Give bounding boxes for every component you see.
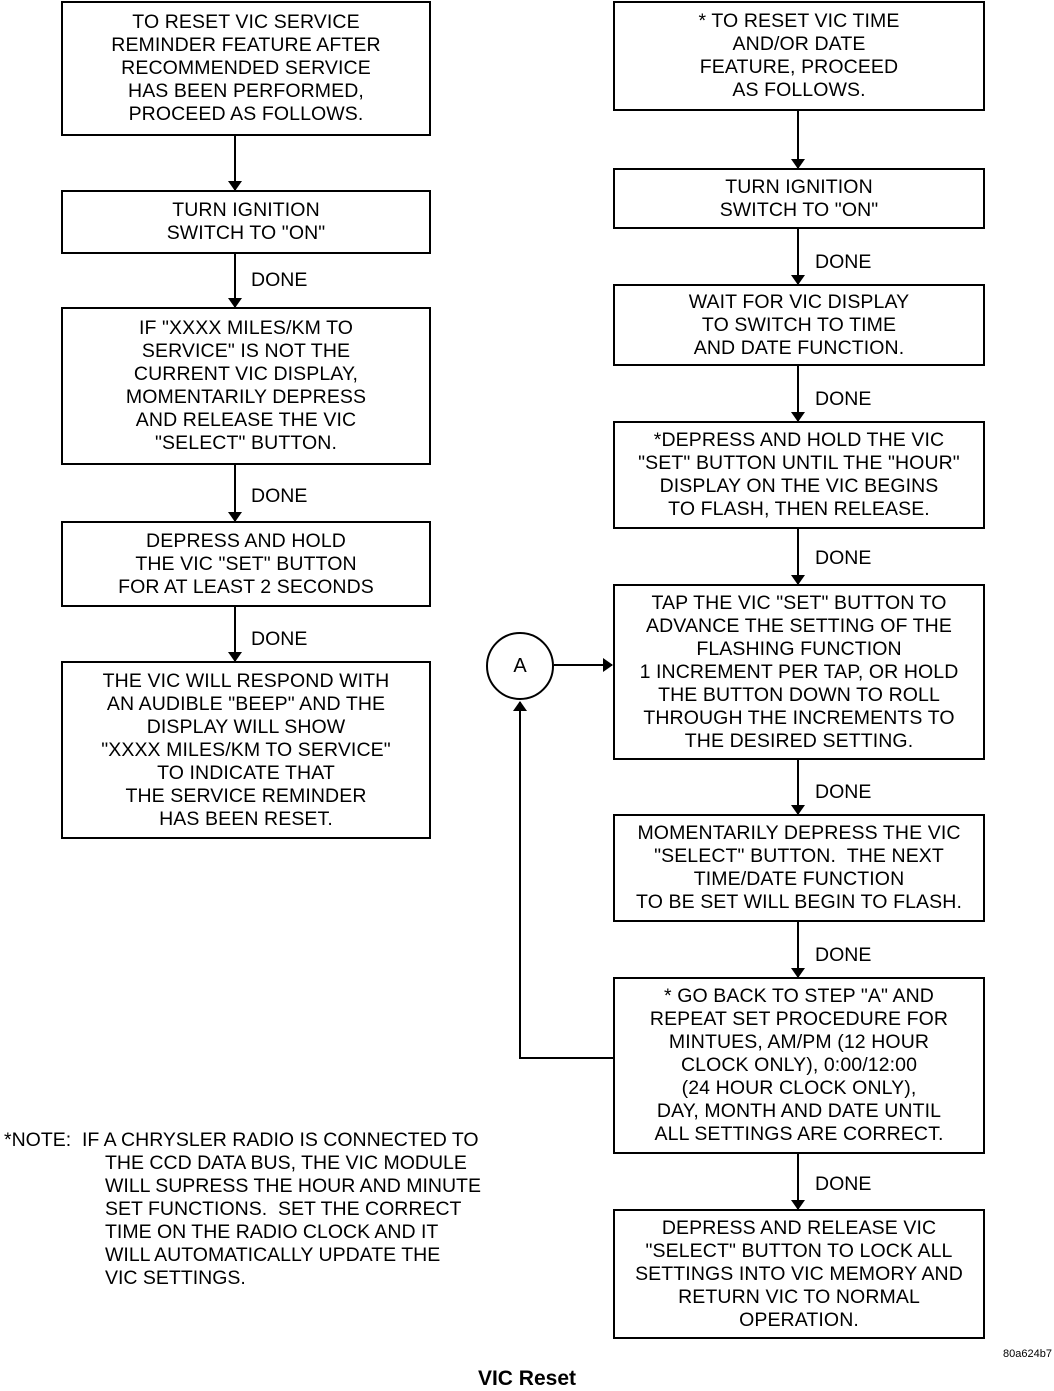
box-line: ADVANCE THE SETTING OF THE <box>646 614 952 637</box>
note-line: TIME ON THE RADIO CLOCK AND IT <box>105 1221 439 1243</box>
note-text: *NOTE: IF A CHRYSLER RADIO IS CONNECTED … <box>4 1129 524 1290</box>
figure-caption: VIC Reset <box>477 1367 577 1390</box>
done-label: DONE <box>815 1173 872 1195</box>
box-line: "XXXX MILES/KM TO SERVICE" <box>101 738 391 761</box>
box-line: MOMENTARILY DEPRESS THE VIC <box>637 822 961 844</box>
connector-a: A <box>486 632 554 700</box>
box-line: TO INDICATE THAT <box>157 761 335 784</box>
box-line: REMINDER FEATURE AFTER <box>111 34 381 56</box>
box-line: PROCEED AS FOLLOWS. <box>128 103 364 125</box>
box-line: HAS BEEN RESET. <box>159 807 333 830</box>
box-line: HAS BEEN PERFORMED, <box>128 80 364 102</box>
box-line: TURN IGNITION <box>725 175 873 198</box>
box-line: CURRENT VIC DISPLAY, <box>133 363 359 385</box>
box-line: TO RESET VIC SERVICE <box>132 11 360 33</box>
box-line: DEPRESS AND RELEASE VIC <box>661 1216 937 1239</box>
done-label: DONE <box>815 781 872 803</box>
done-label: DONE <box>251 628 308 650</box>
box-line: TIME/DATE FUNCTION <box>693 868 905 890</box>
right-step-select-next: MOMENTARILY DEPRESS THE VIC "SELECT" BUT… <box>613 814 985 922</box>
done-label: DONE <box>815 388 872 410</box>
right-step-wait-display: WAIT FOR VIC DISPLAY TO SWITCH TO TIME A… <box>613 284 985 366</box>
left-step-result: THE VIC WILL RESPOND WITH AN AUDIBLE "BE… <box>61 661 431 839</box>
note-line: *NOTE: IF A CHRYSLER RADIO IS CONNECTED … <box>4 1129 479 1151</box>
box-line: AND/OR DATE <box>732 33 866 55</box>
box-line: IF "XXXX MILES/KM TO <box>138 317 354 339</box>
box-line: TAP THE VIC "SET" BUTTON TO <box>651 591 947 614</box>
box-line: (24 HOUR CLOCK ONLY), <box>681 1077 917 1099</box>
right-step-tap-set: TAP THE VIC "SET" BUTTON TO ADVANCE THE … <box>613 584 985 760</box>
box-line: *DEPRESS AND HOLD THE VIC <box>653 429 945 451</box>
box-line: SERVICE" IS NOT THE <box>141 340 351 362</box>
box-line: FOR AT LEAST 2 SECONDS <box>118 575 374 598</box>
box-line: ALL SETTINGS ARE CORRECT. <box>654 1123 944 1145</box>
note-line: THE CCD DATA BUS, THE VIC MODULE <box>105 1152 467 1174</box>
right-step-ignition: TURN IGNITION SWITCH TO "ON" <box>613 168 985 229</box>
box-line: * TO RESET VIC TIME <box>698 10 900 32</box>
box-line: THE VIC WILL RESPOND WITH <box>102 669 390 692</box>
box-line: THE SERVICE REMINDER <box>125 784 367 807</box>
box-line: RETURN VIC TO NORMAL <box>678 1285 920 1308</box>
right-step-start: * TO RESET VIC TIME AND/OR DATE FEATURE,… <box>613 1 985 111</box>
done-label: DONE <box>815 251 872 273</box>
box-line: * GO BACK TO STEP "A" AND <box>664 985 934 1007</box>
box-line: THE VIC "SET" BUTTON <box>135 552 357 575</box>
box-line: TO FLASH, THEN RELEASE. <box>668 498 930 520</box>
box-line: TURN IGNITION <box>172 199 320 221</box>
box-line: MOMENTARILY DEPRESS <box>125 386 367 408</box>
left-step-ignition: TURN IGNITION SWITCH TO "ON" <box>61 190 431 254</box>
box-line: RECOMMENDED SERVICE <box>121 57 371 79</box>
note-line: WILL AUTOMATICALLY UPDATE THE <box>105 1244 441 1266</box>
right-step-go-back: * GO BACK TO STEP "A" AND REPEAT SET PRO… <box>613 977 985 1154</box>
done-label: DONE <box>251 485 308 507</box>
left-step-start: TO RESET VIC SERVICE REMINDER FEATURE AF… <box>61 1 431 136</box>
box-line: SETTINGS INTO VIC MEMORY AND <box>635 1262 963 1285</box>
loop-back-arrow <box>513 701 614 1059</box>
box-line: "SET" BUTTON UNTIL THE "HOUR" <box>638 452 960 474</box>
box-line: CLOCK ONLY), 0:00/12:00 <box>680 1054 918 1076</box>
note-line: SET FUNCTIONS. SET THE CORRECT <box>105 1198 462 1220</box>
box-line: THE BUTTON DOWN TO ROLL <box>658 683 940 706</box>
left-step-hold-set: DEPRESS AND HOLD THE VIC "SET" BUTTON FO… <box>61 521 431 607</box>
box-line: FLASHING FUNCTION <box>696 637 902 660</box>
box-line: "SELECT" BUTTON. THE NEXT <box>654 845 944 867</box>
box-line: "SELECT" BUTTON TO LOCK ALL <box>645 1239 953 1262</box>
done-label: DONE <box>815 944 872 966</box>
box-line: THROUGH THE INCREMENTS TO <box>643 706 955 729</box>
note-line: VIC SETTINGS. <box>105 1267 246 1289</box>
box-line: MINTUES, AM/PM (12 HOUR <box>668 1031 930 1053</box>
done-label: DONE <box>815 547 872 569</box>
box-line: OPERATION. <box>739 1308 859 1331</box>
box-line: DISPLAY WILL SHOW <box>146 715 346 738</box>
box-line: SWITCH TO "ON" <box>166 222 326 244</box>
box-line: AND RELEASE THE VIC <box>135 409 357 431</box>
box-line: TO BE SET WILL BEGIN TO FLASH. <box>636 891 962 913</box>
box-line: 1 INCREMENT PER TAP, OR HOLD <box>639 660 959 683</box>
right-step-lock: DEPRESS AND RELEASE VIC "SELECT" BUTTON … <box>613 1209 985 1339</box>
box-line: REPEAT SET PROCEDURE FOR <box>649 1008 949 1030</box>
box-line: FEATURE, PROCEED <box>699 56 899 78</box>
box-line: THE DESIRED SETTING. <box>684 729 914 752</box>
box-line: "SELECT" BUTTON. <box>155 432 337 454</box>
figure-reference: 80a624b7 <box>1003 1348 1052 1360</box>
box-line: AND DATE FUNCTION. <box>693 336 905 359</box>
right-step-hold-set: *DEPRESS AND HOLD THE VIC "SET" BUTTON U… <box>613 421 985 529</box>
box-line: DAY, MONTH AND DATE UNTIL <box>656 1100 942 1122</box>
box-line: AN AUDIBLE "BEEP" AND THE <box>106 692 386 715</box>
done-label: DONE <box>251 269 308 291</box>
note-line: WILL SUPRESS THE HOUR AND MINUTE <box>105 1175 481 1197</box>
left-step-select-display: IF "XXXX MILES/KM TO SERVICE" IS NOT THE… <box>61 307 431 465</box>
box-line: DEPRESS AND HOLD <box>146 529 346 552</box>
box-line: DISPLAY ON THE VIC BEGINS <box>659 475 939 497</box>
box-line: WAIT FOR VIC DISPLAY <box>688 290 910 313</box>
box-line: AS FOLLOWS. <box>732 79 866 101</box>
box-line: TO SWITCH TO TIME <box>701 313 897 336</box>
box-line: SWITCH TO "ON" <box>719 198 879 221</box>
